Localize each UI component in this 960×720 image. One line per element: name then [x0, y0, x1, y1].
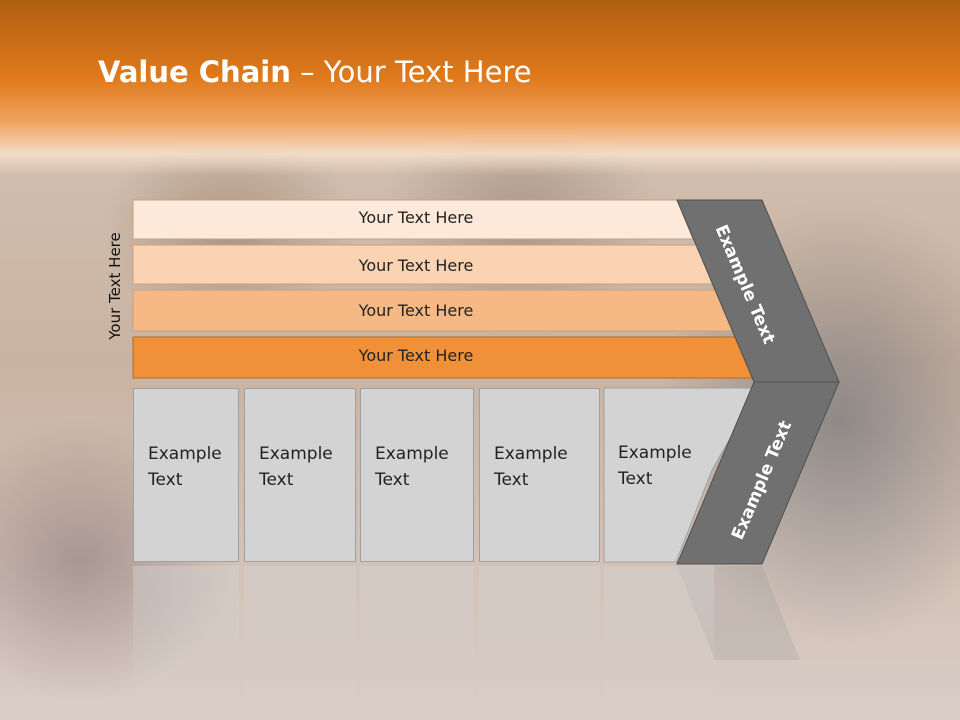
value-box-2: Example Text — [244, 388, 356, 562]
value-box-5: Example Text — [604, 388, 694, 562]
bar-label-2: Your Text Here — [358, 256, 474, 275]
box-2-line1: Example — [259, 444, 333, 464]
box-2-line2: Text — [259, 470, 294, 490]
header-band — [0, 0, 960, 175]
value-box-3: Example Text — [360, 388, 474, 562]
box-1-line1: Example — [148, 444, 222, 464]
box-reflection-5 — [604, 566, 714, 716]
box-4-line1: Example — [494, 444, 568, 464]
slide-title: Value Chain – Your Text Here — [98, 55, 532, 89]
value-box-4: Example Text — [479, 388, 600, 562]
box-reflection-1 — [133, 566, 239, 716]
box-5-line2: Text — [618, 469, 653, 489]
arrow-reflection — [677, 566, 800, 660]
bar-label-1: Your Text Here — [358, 208, 474, 227]
box-1-line2: Text — [148, 470, 183, 490]
value-box-1: Example Text — [133, 388, 239, 562]
box-reflection-3 — [360, 566, 474, 716]
arrow-bottom — [676, 381, 840, 565]
box-3-line1: Example — [375, 444, 449, 464]
bar-label-3: Your Text Here — [358, 301, 474, 320]
box-5-line1: Example — [618, 443, 692, 463]
box-reflection-2 — [244, 566, 356, 716]
box-4-line2: Text — [494, 470, 529, 490]
box-reflection-4 — [479, 566, 600, 716]
bar-label-4: Your Text Here — [358, 346, 474, 365]
box-3-line2: Text — [375, 470, 410, 490]
